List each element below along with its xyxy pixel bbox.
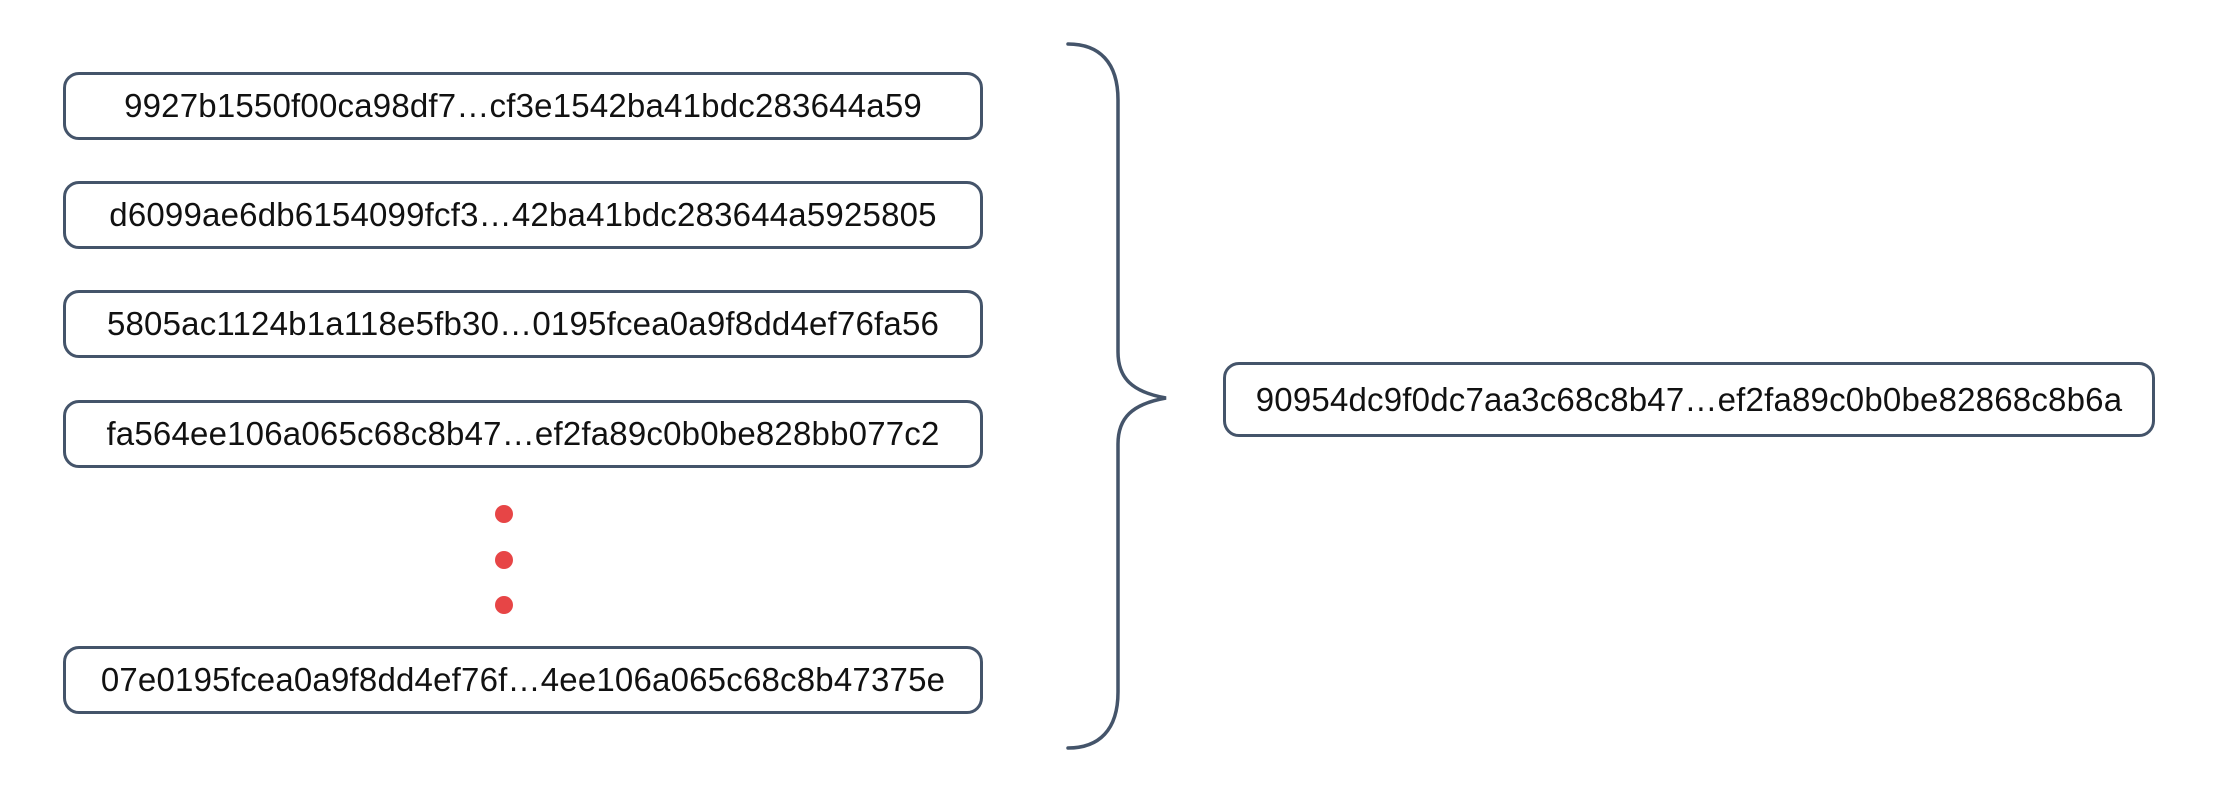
input-hash-text: 5805ac1124b1a118e5fb30…0195fcea0a9f8dd4e… [106,305,940,342]
ellipsis-dot-icon [495,505,513,523]
ellipsis-dot-icon [495,596,513,614]
input-hash-text: 07e0195fcea0a9f8dd4ef76f…4ee106a065c68c8… [100,661,946,698]
input-hash-text: fa564ee106a065c68c8b47…ef2fa89c0b0be828b… [106,415,940,452]
input-hash-box: 07e0195fcea0a9f8dd4ef76f…4ee106a065c68c8… [63,646,983,714]
input-hash-box: d6099ae6db6154099fcf3…42ba41bdc283644a59… [63,181,983,249]
result-hash-box: 90954dc9f0dc7aa3c68c8b47…ef2fa89c0b0be82… [1223,362,2155,437]
result-hash-text: 90954dc9f0dc7aa3c68c8b47…ef2fa89c0b0be82… [1255,380,2123,418]
input-hash-box: 9927b1550f00ca98df7…cf3e1542ba41bdc28364… [63,72,983,140]
ellipsis-dot-icon [495,551,513,569]
input-hash-text: 9927b1550f00ca98df7…cf3e1542ba41bdc28364… [124,87,922,124]
input-hash-box: 5805ac1124b1a118e5fb30…0195fcea0a9f8dd4e… [63,290,983,358]
input-hash-box: fa564ee106a065c68c8b47…ef2fa89c0b0be828b… [63,400,983,468]
input-hash-text: d6099ae6db6154099fcf3…42ba41bdc283644a59… [109,196,937,233]
